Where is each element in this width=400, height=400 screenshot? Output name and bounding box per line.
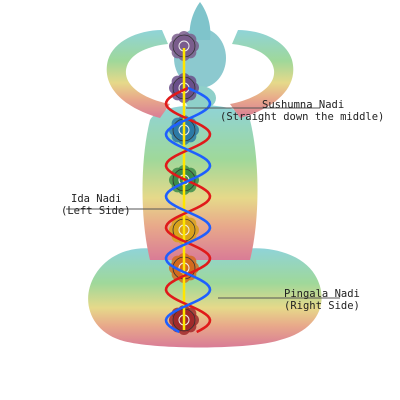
- pingala-nadi-path: [164, 86, 212, 334]
- ida-nadi-path: [164, 86, 212, 334]
- sushumna-note: (Straight down the middle): [220, 111, 385, 123]
- sushumna-label: Sushumna Nadi (Straight down the middle): [220, 99, 384, 123]
- ida-note: (Left Side): [61, 205, 131, 217]
- ida-title: Ida Nadi: [71, 193, 122, 205]
- joined-hands: [189, 2, 211, 40]
- left-arm: [106, 30, 170, 118]
- pingala-title: Pingala Nadi: [284, 288, 360, 300]
- throat-chakra: [169, 115, 199, 145]
- right-arm: [230, 30, 294, 118]
- crown-chakra: [169, 31, 199, 61]
- pingala-label: Pingala Nadi (Right Side): [284, 288, 360, 312]
- ida-label: Ida Nadi (Left Side): [61, 193, 131, 217]
- pingala-note: (Right Side): [284, 300, 360, 312]
- sushumna-title: Sushumna Nadi: [262, 99, 345, 111]
